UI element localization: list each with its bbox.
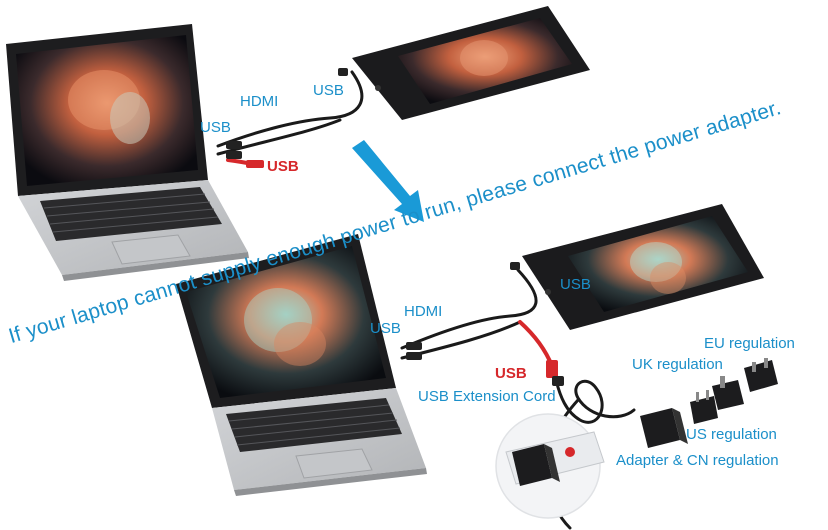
- eu-regulation-label: EU regulation: [704, 335, 795, 352]
- bottom-usb-laptop-label: USB: [370, 320, 401, 337]
- top-usb-laptop-label: USB: [200, 119, 231, 136]
- bottom-usb-tablet-label: USB: [560, 276, 591, 293]
- top-tablet: [352, 6, 590, 120]
- bottom-usb-red-label: USB: [495, 365, 527, 382]
- top-laptop: [6, 24, 249, 281]
- bottom-laptop: [176, 234, 427, 496]
- top-usb-tablet-label: USB: [313, 82, 344, 99]
- bottom-hdmi-label: HDMI: [404, 303, 443, 320]
- usb-extension-cord-label: USB Extension Cord: [418, 388, 556, 405]
- top-usb-red-label: USB: [267, 158, 299, 175]
- plug-heads: [690, 358, 778, 424]
- top-cables: [216, 68, 364, 168]
- power-adapter: [495, 408, 688, 519]
- uk-regulation-label: UK regulation: [632, 356, 723, 373]
- adapter-cn-regulation-label: Adapter & CN regulation: [616, 452, 779, 469]
- top-hdmi-label: HDMI: [240, 93, 279, 110]
- bottom-tablet: [522, 204, 764, 330]
- down-arrow: [352, 140, 424, 222]
- us-regulation-label: US regulation: [686, 426, 777, 443]
